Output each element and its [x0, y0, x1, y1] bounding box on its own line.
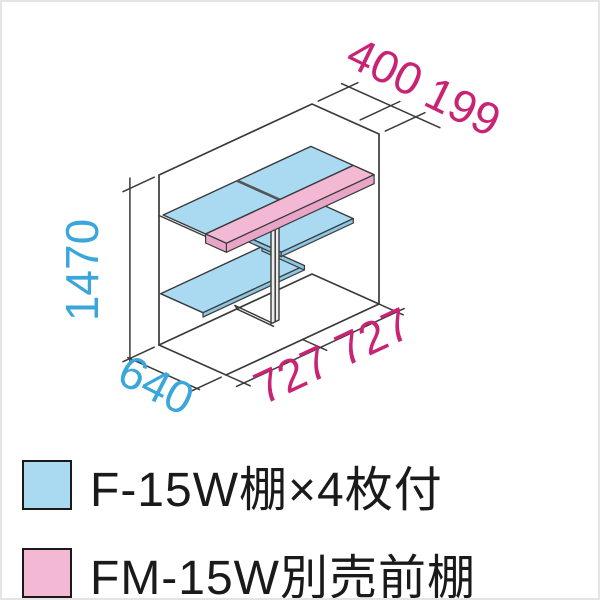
- cabinet-wireframe: [158, 103, 380, 376]
- dim-label-front-shelf-depth: 199: [417, 66, 509, 146]
- legend-item-optional-front-shelf: FM-15W別売前棚: [22, 538, 476, 600]
- legend-label-included-shelf: F-15W棚×4枚付: [90, 464, 443, 517]
- dimension-depth-lines: [127, 356, 222, 393]
- dim-label-height: 1470: [56, 219, 108, 321]
- upper-shelf: [162, 145, 375, 253]
- dim-label-depth: 640: [110, 344, 202, 425]
- dimension-shelf-depth-lines: [317, 81, 441, 132]
- legend-item-included-shelf: F-15W棚×4枚付: [22, 450, 476, 520]
- post-foot: [234, 304, 272, 324]
- upper-shelf-divider: [235, 179, 281, 201]
- legend: F-15W棚×4枚付 FM-15W別売前棚: [22, 450, 476, 600]
- dimension-height-lines: [122, 176, 155, 363]
- dimension-width-lines: [225, 303, 405, 388]
- dim-label-shelf-depth: 400: [339, 26, 431, 106]
- legend-label-optional-front-shelf: FM-15W別売前棚: [90, 552, 476, 600]
- pink-shelf-swatch-icon: [22, 548, 72, 598]
- lower-shelf-left: [159, 245, 306, 318]
- blue-shelf-swatch-icon: [22, 460, 72, 510]
